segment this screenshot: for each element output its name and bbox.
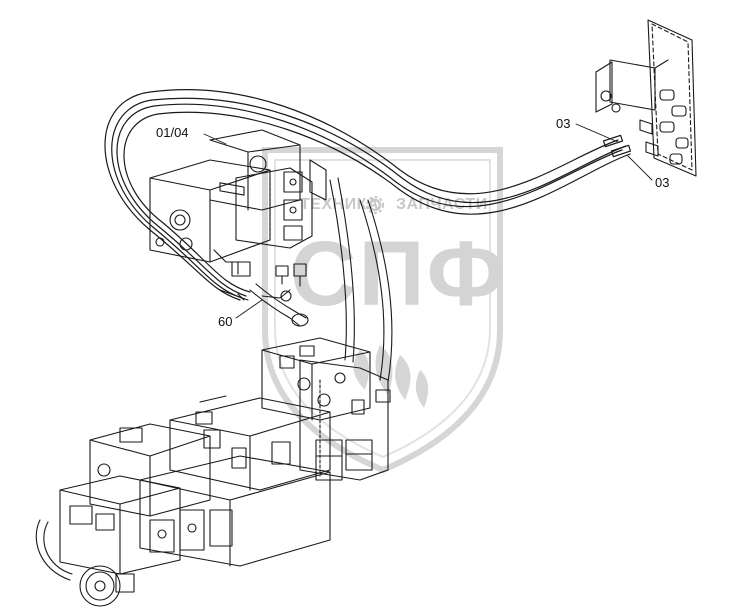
mounting-plate xyxy=(595,19,697,177)
fitting-60 xyxy=(219,263,309,327)
watermark-monogram: СПФ xyxy=(290,223,508,325)
callout-01-04: 01/04 xyxy=(156,125,189,140)
valve-block-middle xyxy=(261,337,391,481)
callout-60: 60 xyxy=(218,314,233,329)
callout-leaders xyxy=(203,123,653,319)
wheat-emblem xyxy=(353,345,429,408)
watermark-left-word: ТЕХНИКА xyxy=(300,196,379,213)
hydraulic-hoses xyxy=(104,89,632,301)
valve-block-upper xyxy=(149,129,327,277)
watermark-right-word: ЗАПЧАСТИ xyxy=(396,196,488,213)
vertical-hoses xyxy=(329,177,393,383)
valve-block-lower xyxy=(59,395,331,575)
pump-wheel xyxy=(35,519,135,607)
callout-03-upper: 03 xyxy=(556,116,571,131)
callout-03-lower: 03 xyxy=(655,175,670,190)
